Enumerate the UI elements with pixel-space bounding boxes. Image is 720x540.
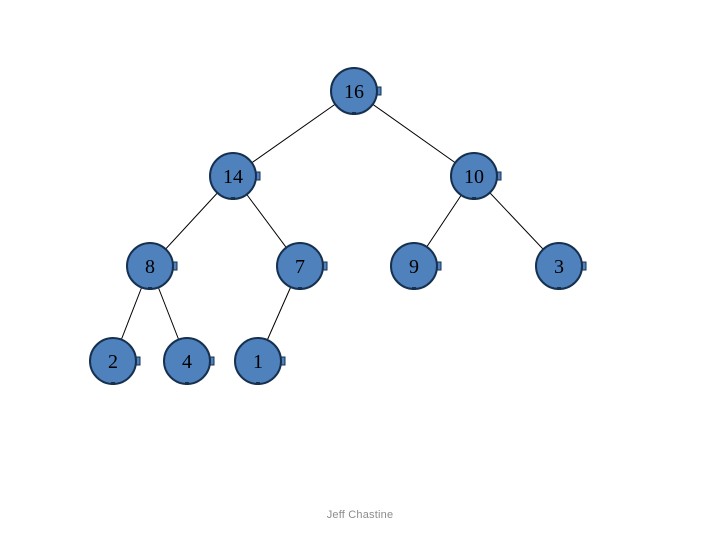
tree-node-7: 7	[276, 242, 328, 290]
tree-node-14: 14	[209, 152, 261, 200]
node-bottom-tick	[352, 112, 356, 115]
node-bottom-tick	[148, 287, 152, 290]
node-label: 8	[145, 256, 155, 278]
node-label: 3	[554, 256, 564, 278]
node-label: 2	[108, 351, 118, 373]
node-bottom-tick	[557, 287, 561, 290]
node-label: 7	[295, 256, 305, 278]
node-bottom-tick	[231, 197, 235, 200]
node-bottom-tick	[185, 382, 189, 385]
node-label: 4	[182, 351, 192, 373]
node-bottom-tick	[472, 197, 476, 200]
tree-node-2: 2	[89, 337, 141, 385]
node-label: 9	[409, 256, 419, 278]
footer-author: Jeff Chastine	[326, 509, 394, 521]
tree-node-10: 10	[450, 152, 502, 200]
tree-node-3: 3	[535, 242, 587, 290]
tree-edge-16-10	[353, 90, 475, 177]
tree-edge-16-14	[232, 90, 355, 177]
tree-node-4: 4	[163, 337, 215, 385]
node-bottom-tick	[412, 287, 416, 290]
node-bottom-tick	[256, 382, 260, 385]
tree-node-1: 1	[234, 337, 286, 385]
node-bottom-tick	[111, 382, 115, 385]
tree-node-9: 9	[390, 242, 442, 290]
tree-node-16: 16	[330, 67, 382, 115]
node-label: 16	[344, 81, 364, 103]
node-label: 10	[464, 166, 484, 188]
node-bottom-tick	[298, 287, 302, 290]
node-label: 14	[223, 166, 243, 188]
node-label: 1	[253, 351, 263, 373]
tree-node-8: 8	[126, 242, 178, 290]
